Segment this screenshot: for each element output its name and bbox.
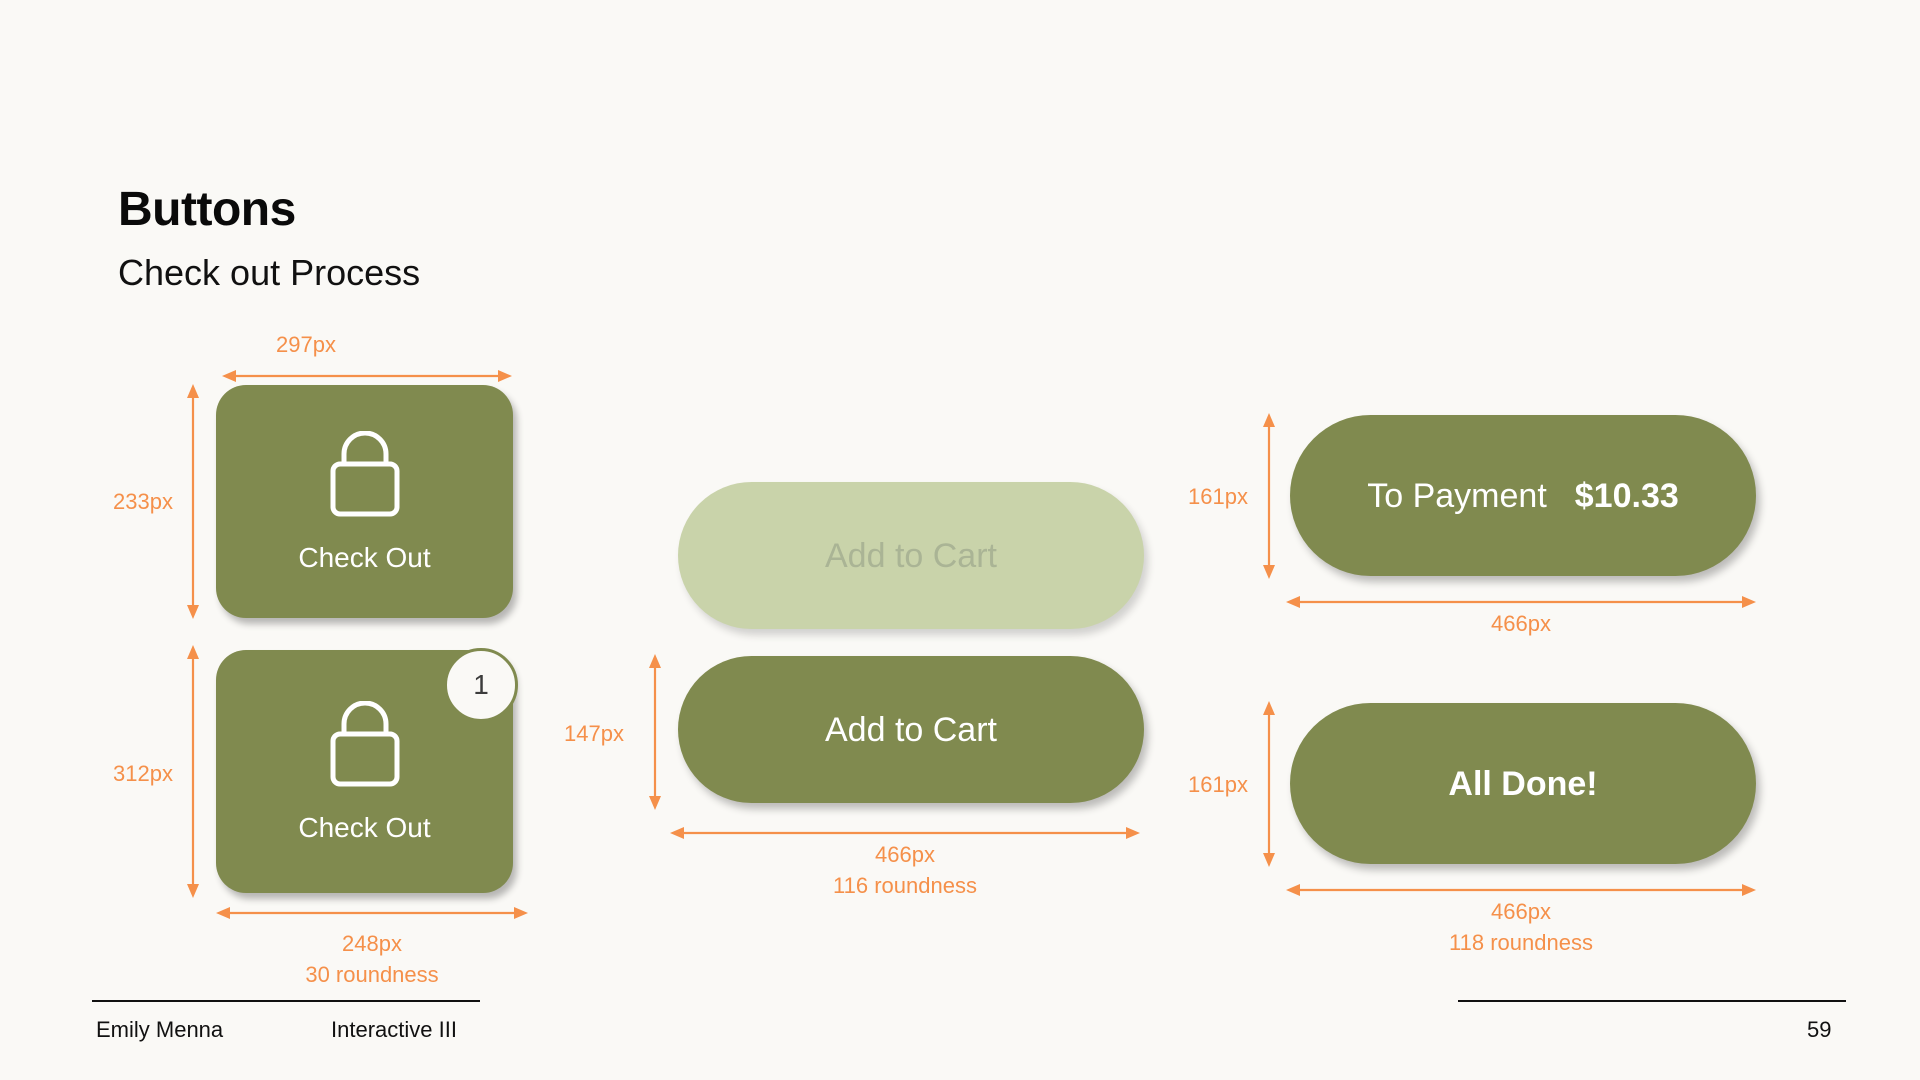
checkout-bottom-width-label: 248px	[342, 931, 402, 956]
shopping-bag-icon	[328, 430, 402, 522]
checkout-bottom-height-label: 312px	[113, 761, 173, 786]
to-payment-button-label: To Payment	[1367, 476, 1547, 515]
checkout-top-height-dimension	[186, 384, 200, 619]
add-to-cart-button-label: Add to Cart	[825, 710, 997, 749]
check-out-button[interactable]: Check Out	[216, 385, 513, 618]
all-done-button[interactable]: All Done!	[1290, 703, 1756, 864]
add-to-cart-button-disabled: Add to Cart	[678, 482, 1144, 629]
checkout-top-width-dimension	[222, 369, 512, 383]
payment-height-label: 161px	[1188, 484, 1248, 509]
shopping-bag-icon	[328, 700, 402, 792]
checkout-bottom-height-dimension	[186, 645, 200, 898]
check-out-button-label: Check Out	[298, 542, 431, 573]
add-to-cart-button[interactable]: Add to Cart	[678, 656, 1144, 803]
to-payment-button[interactable]: To Payment $10.33	[1290, 415, 1756, 576]
payment-height-dimension	[1262, 413, 1276, 579]
page-title: Buttons	[118, 183, 296, 236]
footer-author: Emily Menna	[96, 1017, 224, 1042]
checkout-top-height-label: 233px	[113, 489, 173, 514]
add-to-cart-button-disabled-label: Add to Cart	[825, 536, 997, 575]
footer-rule-right	[1458, 1000, 1846, 1002]
done-width-label: 466px	[1491, 899, 1551, 924]
cart-count-badge-value: 1	[473, 669, 489, 700]
footer-rule-left	[92, 1000, 480, 1002]
to-payment-amount: $10.33	[1574, 476, 1679, 515]
done-width-dimension	[1286, 883, 1756, 897]
footer-page-number: 59	[1807, 1017, 1832, 1042]
done-height-dimension	[1262, 701, 1276, 867]
checkout-bottom-roundness-label: 30 roundness	[305, 962, 439, 987]
cart-roundness-label: 116 roundness	[833, 873, 977, 898]
all-done-button-label: All Done!	[1448, 764, 1598, 803]
payment-width-dimension	[1286, 595, 1756, 609]
checkout-bottom-width-dimension	[216, 906, 528, 920]
done-height-label: 161px	[1188, 772, 1248, 797]
check-out-button-with-badge-label: Check Out	[298, 812, 431, 843]
payment-width-label: 466px	[1491, 611, 1551, 636]
cart-count-badge[interactable]: 1	[444, 648, 518, 722]
done-roundness-label: 118 roundness	[1449, 930, 1593, 955]
footer-course: Interactive III	[331, 1017, 457, 1042]
to-payment-button-content: To Payment $10.33	[1367, 479, 1679, 513]
page-subtitle: Check out Process	[118, 252, 421, 293]
cart-width-label: 466px	[875, 842, 935, 867]
cart-height-dimension	[648, 654, 662, 810]
cart-height-label: 147px	[564, 721, 624, 746]
checkout-top-width-label: 297px	[276, 332, 336, 357]
cart-width-dimension	[670, 826, 1140, 840]
